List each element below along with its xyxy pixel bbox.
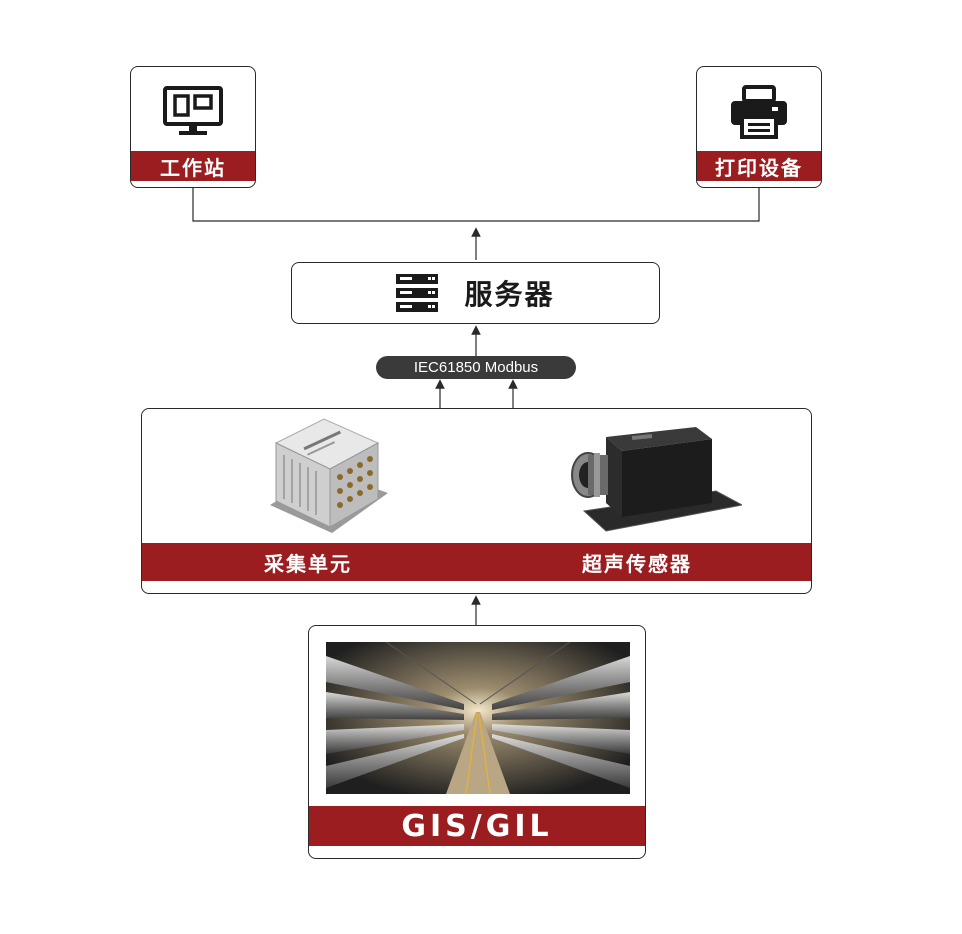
protocol-badge: IEC61850 Modbus — [376, 356, 576, 379]
server-node: 服务器 — [291, 262, 660, 324]
gil-tunnel-photo — [326, 642, 630, 794]
server-label: 服务器 — [464, 278, 555, 311]
ultrasonic-sensor-photo — [571, 427, 742, 532]
acquisition-unit-photo — [270, 418, 388, 533]
acquisition-unit-label: 采集单元 — [264, 551, 352, 576]
workstation-node: 工作站 — [130, 66, 256, 188]
workstation-connector — [192, 188, 476, 222]
printer-icon — [731, 85, 787, 139]
devices-node: 采集单元 超声传感器 — [141, 408, 812, 594]
printer-connector — [476, 188, 760, 222]
gis-label: GIS/GIL — [309, 806, 645, 846]
workstation-label: 工作站 — [131, 151, 255, 181]
printer-node: 打印设备 — [696, 66, 822, 188]
gis-node: GIS/GIL — [308, 625, 646, 859]
ultrasonic-sensor-label: 超声传感器 — [582, 551, 692, 576]
printer-label: 打印设备 — [697, 151, 821, 181]
server-rack-icon — [396, 274, 439, 312]
devices-label-band: 采集单元 超声传感器 — [142, 543, 811, 581]
monitor-icon — [163, 86, 223, 135]
